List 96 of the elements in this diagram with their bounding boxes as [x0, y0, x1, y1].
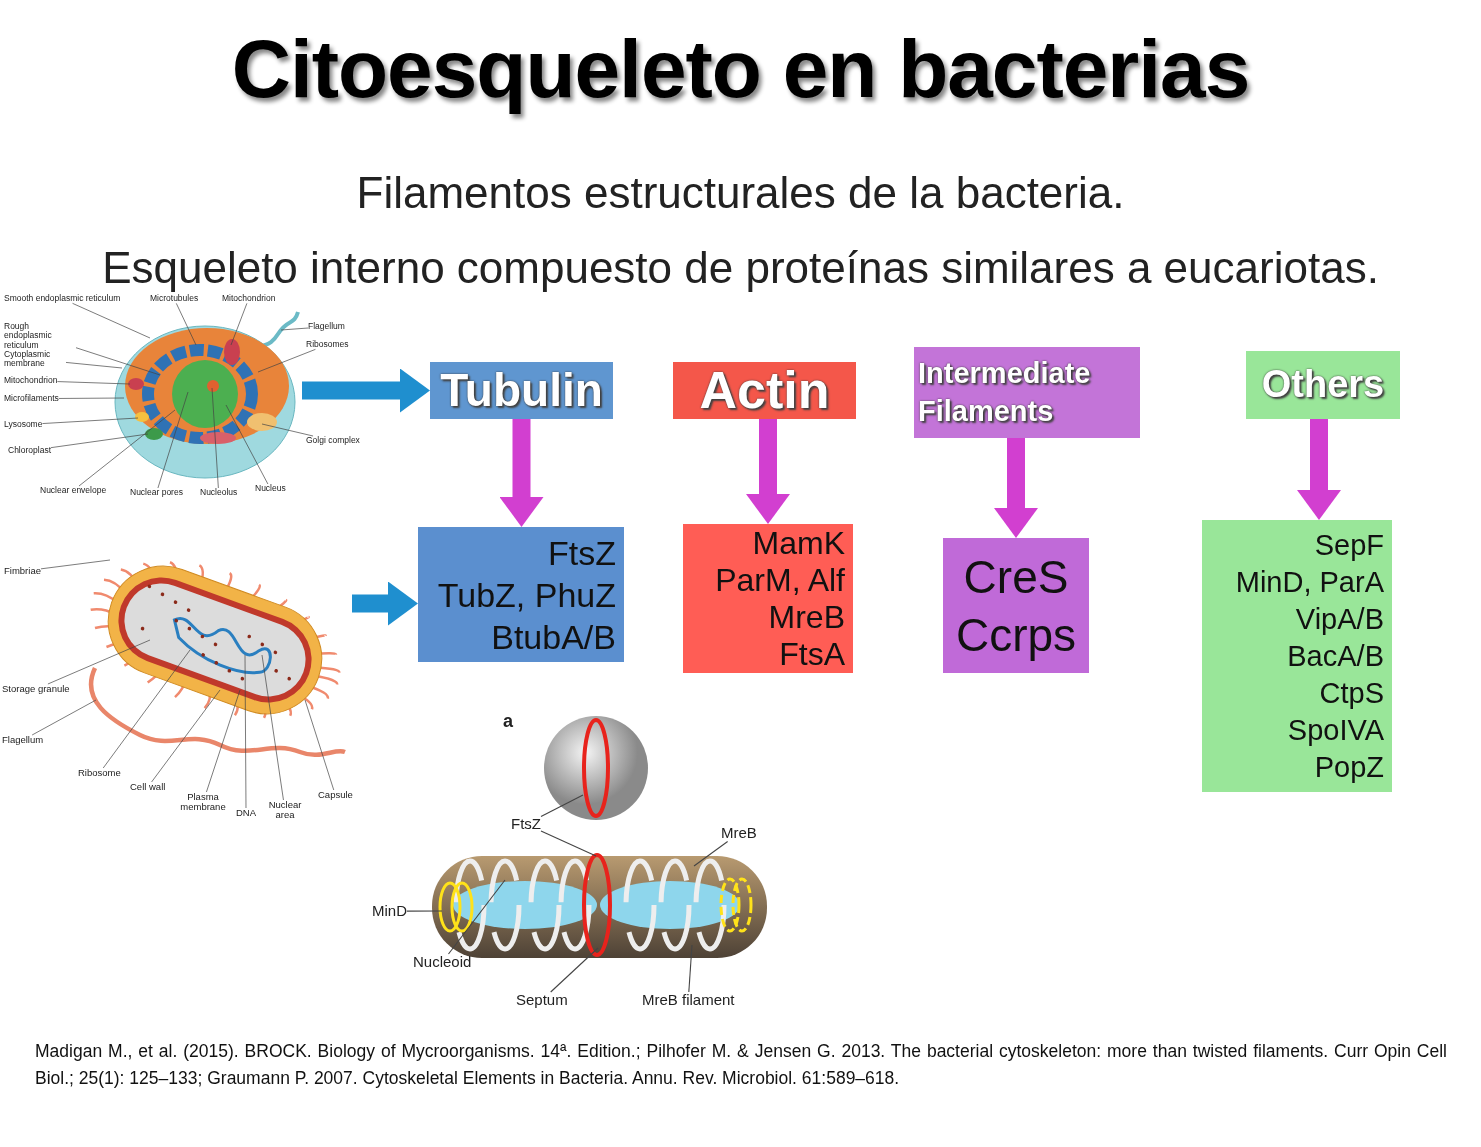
leader-line — [40, 559, 111, 570]
protein-name: VipA/B — [1295, 601, 1384, 637]
leader-line — [540, 794, 584, 818]
part-label: Nucleolus — [200, 488, 238, 498]
leader-line — [693, 840, 729, 867]
part-label: FtsZ — [511, 816, 541, 833]
leader-line — [230, 303, 248, 346]
leader-line — [58, 397, 125, 399]
leader-line — [304, 699, 335, 791]
part-label: Lysosome — [4, 420, 43, 430]
protein-name: CtpS — [1319, 675, 1384, 711]
leader-line — [257, 349, 316, 373]
leader-line — [206, 689, 241, 793]
protein-name: FtsZ — [548, 532, 616, 574]
part-label: Ribosome — [78, 768, 121, 779]
leader-line — [65, 362, 123, 369]
leader-line — [406, 910, 443, 912]
part-label: Nuclear pores — [130, 488, 183, 498]
leader-line — [50, 433, 149, 448]
part-label: Golgi complex — [306, 436, 360, 446]
part-label: Storage granule — [2, 684, 70, 695]
part-label: Microtubules — [150, 294, 199, 304]
protein-list-box — [683, 524, 853, 673]
category-box — [914, 347, 1140, 438]
leader-line — [47, 639, 151, 685]
arrow — [746, 419, 790, 524]
protein-name: MinD, ParA — [1235, 564, 1384, 600]
part-label: Chloroplast — [8, 446, 51, 456]
subtitle: Filamentos estructurales de la bacteria. — [355, 168, 1126, 218]
protein-list-box — [1202, 520, 1392, 792]
protein-name: MamK — [752, 524, 845, 562]
protein-name: BacA/B — [1287, 638, 1384, 674]
protein-name: CreS — [963, 549, 1069, 605]
leader-line — [72, 303, 151, 339]
part-label: Flagellum — [2, 735, 44, 746]
category-title: Intermediate Filaments — [918, 355, 1092, 429]
leader-line — [78, 409, 176, 487]
part-label: MinD — [372, 903, 407, 920]
protein-name: SpoIVA — [1287, 712, 1384, 748]
leader-line — [175, 303, 197, 346]
category-title: Others — [1261, 362, 1385, 408]
arrow — [352, 581, 418, 626]
part-label: Plasma membrane — [176, 792, 230, 813]
part-label: Rough endoplasmic reticulum — [4, 322, 76, 351]
protein-list-box — [943, 538, 1089, 673]
leader-line — [688, 944, 693, 993]
part-label: Nuclear envelope — [40, 486, 107, 496]
part-label: MreB — [721, 825, 757, 842]
leader-line — [261, 423, 314, 437]
part-label: Microfilaments — [4, 394, 59, 404]
category-title: Tubulin — [440, 362, 603, 418]
part-label: Mitochondrion — [4, 376, 58, 386]
part-label: MreB filament — [642, 992, 735, 1009]
part-label: Cytoplasmic membrane — [4, 350, 66, 369]
leader-line — [261, 654, 284, 801]
part-label: Cell wall — [130, 782, 166, 793]
leader-line — [151, 689, 221, 783]
protein-list-box — [418, 527, 624, 662]
protein-name: SepF — [1314, 527, 1384, 563]
protein-name: FtsA — [779, 635, 845, 673]
leader-line — [550, 947, 599, 993]
part-label: Nucleus — [255, 484, 286, 494]
part-label: Ribosomes — [306, 340, 349, 350]
part-label: Smooth endoplasmic reticulum — [4, 294, 121, 304]
leader-line — [540, 830, 597, 857]
protein-name: Ccrps — [955, 607, 1077, 663]
arrow — [994, 438, 1038, 538]
leader-line — [31, 699, 97, 736]
part-label: Fimbriae — [4, 566, 41, 577]
part-label: Nucleoid — [413, 954, 472, 971]
arrow — [1297, 419, 1341, 520]
part-label: Capsule — [318, 790, 353, 801]
protein-name: TubZ, PhuZ — [437, 574, 616, 616]
protein-name: PopZ — [1314, 749, 1384, 785]
part-label: Flagellum — [308, 322, 345, 332]
leader-line — [42, 417, 139, 424]
leader-line — [75, 347, 161, 376]
protein-name: MreB — [768, 598, 845, 636]
part-label: DNA — [236, 808, 257, 819]
title: Citoesqueleto en bacterias — [230, 22, 1251, 116]
panel-letter: a — [503, 711, 513, 732]
leader-line — [244, 654, 247, 809]
protein-name: ParM, Alf — [715, 561, 845, 599]
leader-line — [225, 404, 269, 485]
leader-line — [280, 327, 309, 331]
leader-line — [57, 381, 131, 385]
part-label: Nuclear area — [264, 800, 306, 821]
category-title: Actin — [699, 359, 830, 421]
category-box — [673, 362, 856, 419]
arrow — [499, 419, 544, 527]
part-label: Mitochondrion — [222, 294, 276, 304]
part-label: Septum — [516, 992, 568, 1009]
leader-line — [102, 649, 191, 769]
reference-text: Madigan M., et al. (2015). BROCK. Biology of Mycroorganisms. 14ª. Edition.; Pilhofer M. & Jensen G. 2013. The bacterial cytoskeleton: more than twisted filaments. Curr Opin Cell Biol.; 25(1): 125–133; Graumann P. 2007. Cytoskeletal Elements in Bacteria. Annu. Rev. Microbiol. 61:589–618. — [35, 1040, 1447, 1090]
protein-name: BtubA/B — [491, 616, 616, 658]
category-box — [1246, 351, 1400, 419]
